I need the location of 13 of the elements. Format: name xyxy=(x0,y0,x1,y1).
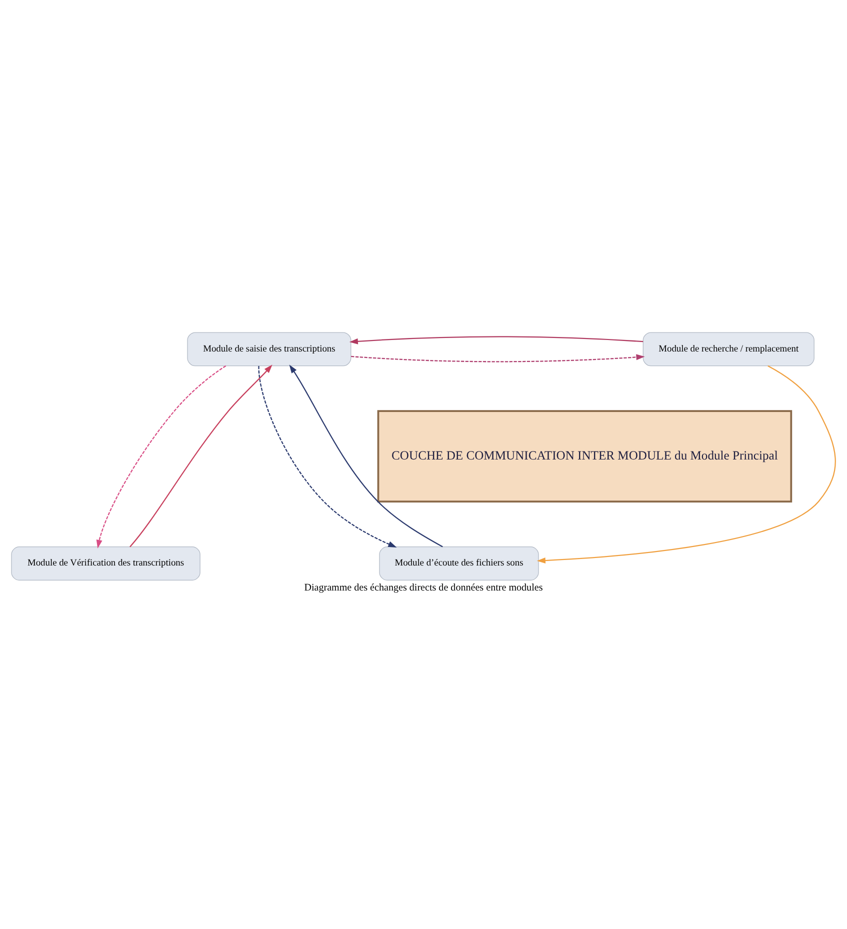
arrow xyxy=(349,336,644,344)
arrow xyxy=(351,354,645,362)
node-box: Module de saisie des transcriptions xyxy=(187,332,352,366)
arrow xyxy=(289,364,443,548)
arrow xyxy=(536,365,836,564)
node-box: Module de recherche / remplacement xyxy=(642,332,814,366)
arrow xyxy=(258,366,397,548)
arrow xyxy=(130,364,272,548)
arrow xyxy=(96,365,226,548)
node-box: Module d’écoute des fichiers sons xyxy=(379,546,539,580)
caption: Diagramme des échanges directs de données entre modules xyxy=(304,582,543,594)
node-box: Module de Vérification des transcriptions xyxy=(11,546,200,580)
node-box: COUCHE DE COMMUNICATION INTER MODULE du Module Principal xyxy=(377,410,792,503)
